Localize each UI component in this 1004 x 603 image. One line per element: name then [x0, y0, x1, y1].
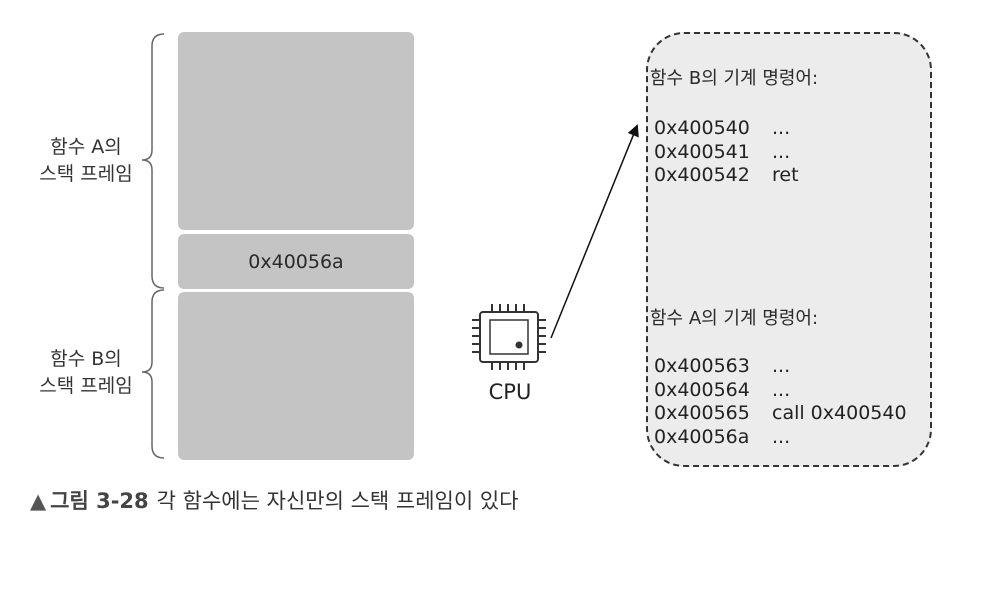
function-a-row: 0x400563... — [654, 354, 790, 378]
frame-b-label: 함수 B의 스택 프레임 — [16, 346, 156, 400]
function-a-row: 0x40056a... — [654, 425, 790, 449]
function-a-title: 함수 A의 기계 명령어: — [650, 308, 819, 329]
instruction-address: 0x40056a — [654, 426, 750, 448]
instruction-text: ... — [772, 426, 791, 448]
caption-text: 각 함수에는 자신만의 스택 프레임이 있다 — [156, 489, 519, 513]
instruction-address: 0x400563 — [654, 355, 750, 377]
instruction-address: 0x400540 — [654, 117, 750, 139]
frame-b-label-line-1: 함수 B의 — [50, 348, 122, 370]
function-b-row: 0x400542 ret — [654, 163, 799, 187]
frame-b-block — [178, 292, 414, 460]
cpu-chip-icon — [472, 304, 546, 370]
function-b-row: 0x400540... — [654, 116, 790, 140]
frame-a-block — [178, 32, 414, 230]
instruction-address: 0x400564 — [654, 379, 750, 401]
function-b-row: 0x400541... — [654, 140, 790, 164]
instruction-text: ... — [772, 379, 791, 401]
code-memory-panel — [646, 32, 932, 467]
function-b-title: 함수 B의 기계 명령어: — [650, 68, 819, 89]
frame-a-brace — [141, 33, 165, 289]
return-address-block — [178, 234, 414, 289]
function-a-row: 0x400565 call 0x400540 — [654, 401, 907, 425]
instruction-address: 0x400565 — [654, 402, 750, 424]
instruction-text: call 0x400540 — [772, 402, 907, 424]
instruction-text: ... — [772, 141, 791, 163]
frame-a-label-line-2: 스택 프레임 — [39, 163, 133, 185]
instruction-address: 0x400541 — [654, 141, 750, 163]
figure-number: 그림 3-28 — [50, 489, 149, 513]
cpu-label: CPU — [488, 380, 532, 404]
instruction-text: ... — [772, 355, 791, 377]
frame-a-label-line-1: 함수 A의 — [50, 136, 122, 158]
function-a-row: 0x400564... — [654, 378, 790, 402]
triangle-marker-icon: ▲ — [30, 489, 47, 513]
frame-a-label: 함수 A의 스택 프레임 — [16, 134, 156, 188]
figure-caption: ▲그림 3-28 각 함수에는 자신만의 스택 프레임이 있다 — [30, 485, 519, 515]
frame-b-label-line-2: 스택 프레임 — [39, 375, 133, 397]
instruction-text: ... — [772, 117, 791, 139]
return-address: 0x40056a — [248, 250, 344, 273]
instruction-address: 0x400542 — [654, 164, 750, 186]
cpu-pointer-arrow — [550, 124, 639, 339]
instruction-text: ret — [772, 164, 799, 186]
frame-b-brace — [141, 289, 165, 459]
